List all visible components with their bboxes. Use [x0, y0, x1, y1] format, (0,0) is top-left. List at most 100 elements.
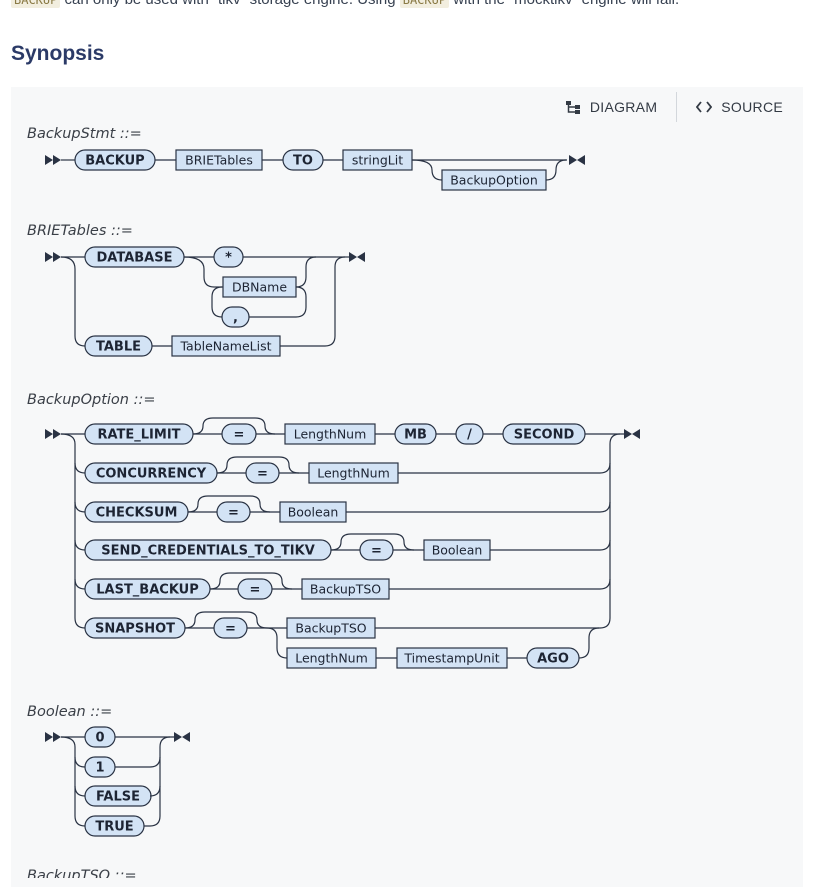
terminal-label: /	[467, 428, 472, 443]
terminal-eq	[221, 423, 257, 445]
tab-diagram[interactable]: DIAGRAM	[565, 99, 657, 115]
terminal-eq	[213, 617, 248, 639]
rail-line	[578, 627, 600, 659]
terminal-label: BACKUP	[85, 154, 144, 169]
rail-line	[249, 286, 307, 318]
rule-name: BRIETables ::=	[27, 223, 133, 239]
rule-name: BackupTSO ::=	[27, 868, 137, 878]
rail-line	[144, 815, 161, 827]
rail-line	[60, 256, 86, 347]
terminal-label: TRUE	[95, 820, 133, 835]
rail-line	[411, 159, 443, 181]
rail-line	[346, 501, 611, 513]
terminal-label: 0	[95, 731, 104, 746]
diagram-icon	[565, 100, 580, 114]
terminal-label: TO	[293, 154, 313, 169]
terminal-label: =	[228, 506, 239, 521]
terminal-eq	[216, 501, 251, 523]
rail-line	[211, 286, 223, 318]
terminal-eq	[237, 578, 273, 600]
synopsis-heading: Synopsis	[11, 42, 105, 65]
start-marker	[45, 732, 61, 742]
inline-code: BACKUP	[399, 0, 450, 8]
nonterminal-label: TimestampUnit	[403, 651, 499, 666]
terminal-label: *	[225, 251, 232, 266]
terminal-eq	[245, 462, 280, 484]
start-marker	[45, 155, 61, 165]
rail-line	[209, 572, 293, 590]
rail-line	[295, 256, 317, 288]
nonterminal-label: BackupTSO	[310, 582, 381, 597]
rail-line	[266, 627, 288, 659]
nonterminal-label: stringLit	[352, 153, 403, 168]
nonterminal-label: DBName	[232, 280, 287, 295]
terminal-label: =	[250, 583, 261, 598]
terminal-label: SECOND	[514, 428, 575, 443]
tab-divider	[676, 92, 678, 122]
rail-line	[330, 533, 415, 551]
rail-line	[398, 462, 611, 474]
terminal-label: =	[371, 544, 382, 559]
rail-line	[187, 495, 271, 513]
terminal-label: SEND_CREDENTIALS_TO_TIKV	[101, 544, 315, 559]
terminal-label: CONCURRENCY	[96, 467, 207, 482]
nonterminal-label: LengthNum	[317, 466, 390, 481]
synopsis-panel: DIAGRAM SOURCE	[11, 87, 803, 887]
nonterminal-label: BRIETables	[185, 153, 253, 168]
terminal-label: FALSE	[96, 790, 140, 805]
nonterminal-label: LengthNum	[295, 651, 368, 666]
end-marker	[349, 252, 365, 262]
terminal-label: 1	[95, 761, 104, 776]
rail-line	[280, 256, 346, 347]
rail-line	[159, 736, 171, 816]
terminal-label: SNAPSHOT	[95, 622, 175, 637]
terminal-label: ,	[233, 311, 238, 326]
rail-line	[74, 578, 86, 590]
rail-line	[490, 539, 611, 551]
end-marker	[174, 732, 190, 742]
terminal-zero	[84, 726, 116, 748]
rail-line	[216, 456, 300, 474]
rule-name: Boolean ::=	[27, 704, 112, 720]
nonterminal-label: LengthNum	[294, 427, 367, 442]
start-marker	[45, 252, 61, 262]
nonterminal-label: BackupTSO	[295, 621, 366, 636]
intro-note: BACKUP can only be used with `tikv` stor…	[11, 0, 679, 8]
terminal-label: RATE_LIMIT	[97, 428, 180, 443]
rule-name: BackupStmt ::=	[27, 126, 142, 142]
terminal-label: MB	[404, 428, 427, 443]
rail-line	[389, 578, 611, 590]
rail-line	[74, 756, 86, 768]
tab-source[interactable]: SOURCE	[696, 99, 783, 115]
rail-line	[60, 736, 86, 827]
terminal-eq	[359, 539, 394, 561]
rail-line	[115, 756, 161, 768]
terminal-label: =	[257, 467, 268, 482]
rule-name: BackupOption ::=	[27, 392, 156, 408]
rail-line	[599, 433, 621, 629]
rail-line	[184, 611, 268, 629]
terminal-label: AGO	[537, 652, 569, 667]
rail-line	[74, 539, 86, 551]
nonterminal-label: Boolean	[288, 505, 339, 520]
nonterminal-label: TableNameList	[179, 339, 271, 354]
rail-line	[74, 462, 86, 474]
inline-code: BACKUP	[11, 0, 61, 8]
end-marker	[624, 429, 640, 439]
terminal-label: DATABASE	[97, 251, 173, 266]
rail-line	[74, 501, 86, 513]
nonterminal-label: Boolean	[432, 543, 483, 558]
end-marker	[569, 155, 585, 165]
start-marker	[45, 429, 61, 439]
rail-line	[183, 256, 215, 288]
terminal-label: =	[225, 622, 236, 637]
rail-line	[74, 785, 86, 797]
view-tabs: DIAGRAM SOURCE	[565, 92, 783, 122]
terminal-label: TABLE	[96, 340, 141, 355]
rail-line	[545, 159, 567, 181]
terminal-label: CHECKSUM	[96, 506, 178, 521]
rail-line	[192, 417, 276, 435]
nonterminal-label: BackupOption	[450, 173, 538, 188]
terminal-label: LAST_BACKUP	[96, 583, 199, 598]
